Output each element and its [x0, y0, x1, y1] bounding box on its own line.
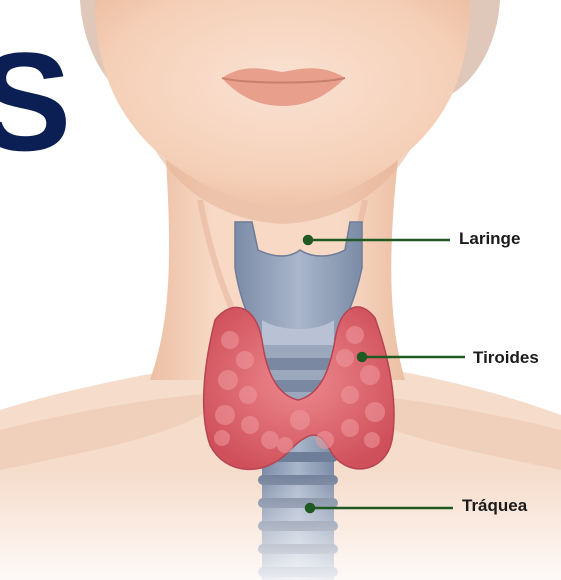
larynx-label: Laringe	[459, 229, 520, 249]
trachea-label: Tráquea	[462, 496, 527, 516]
title-fragment: S	[0, 23, 71, 180]
leader-dot	[306, 504, 314, 512]
leader-dot	[304, 236, 312, 244]
leader-dot	[358, 353, 366, 361]
thyroid-label: Tiroides	[473, 348, 539, 368]
